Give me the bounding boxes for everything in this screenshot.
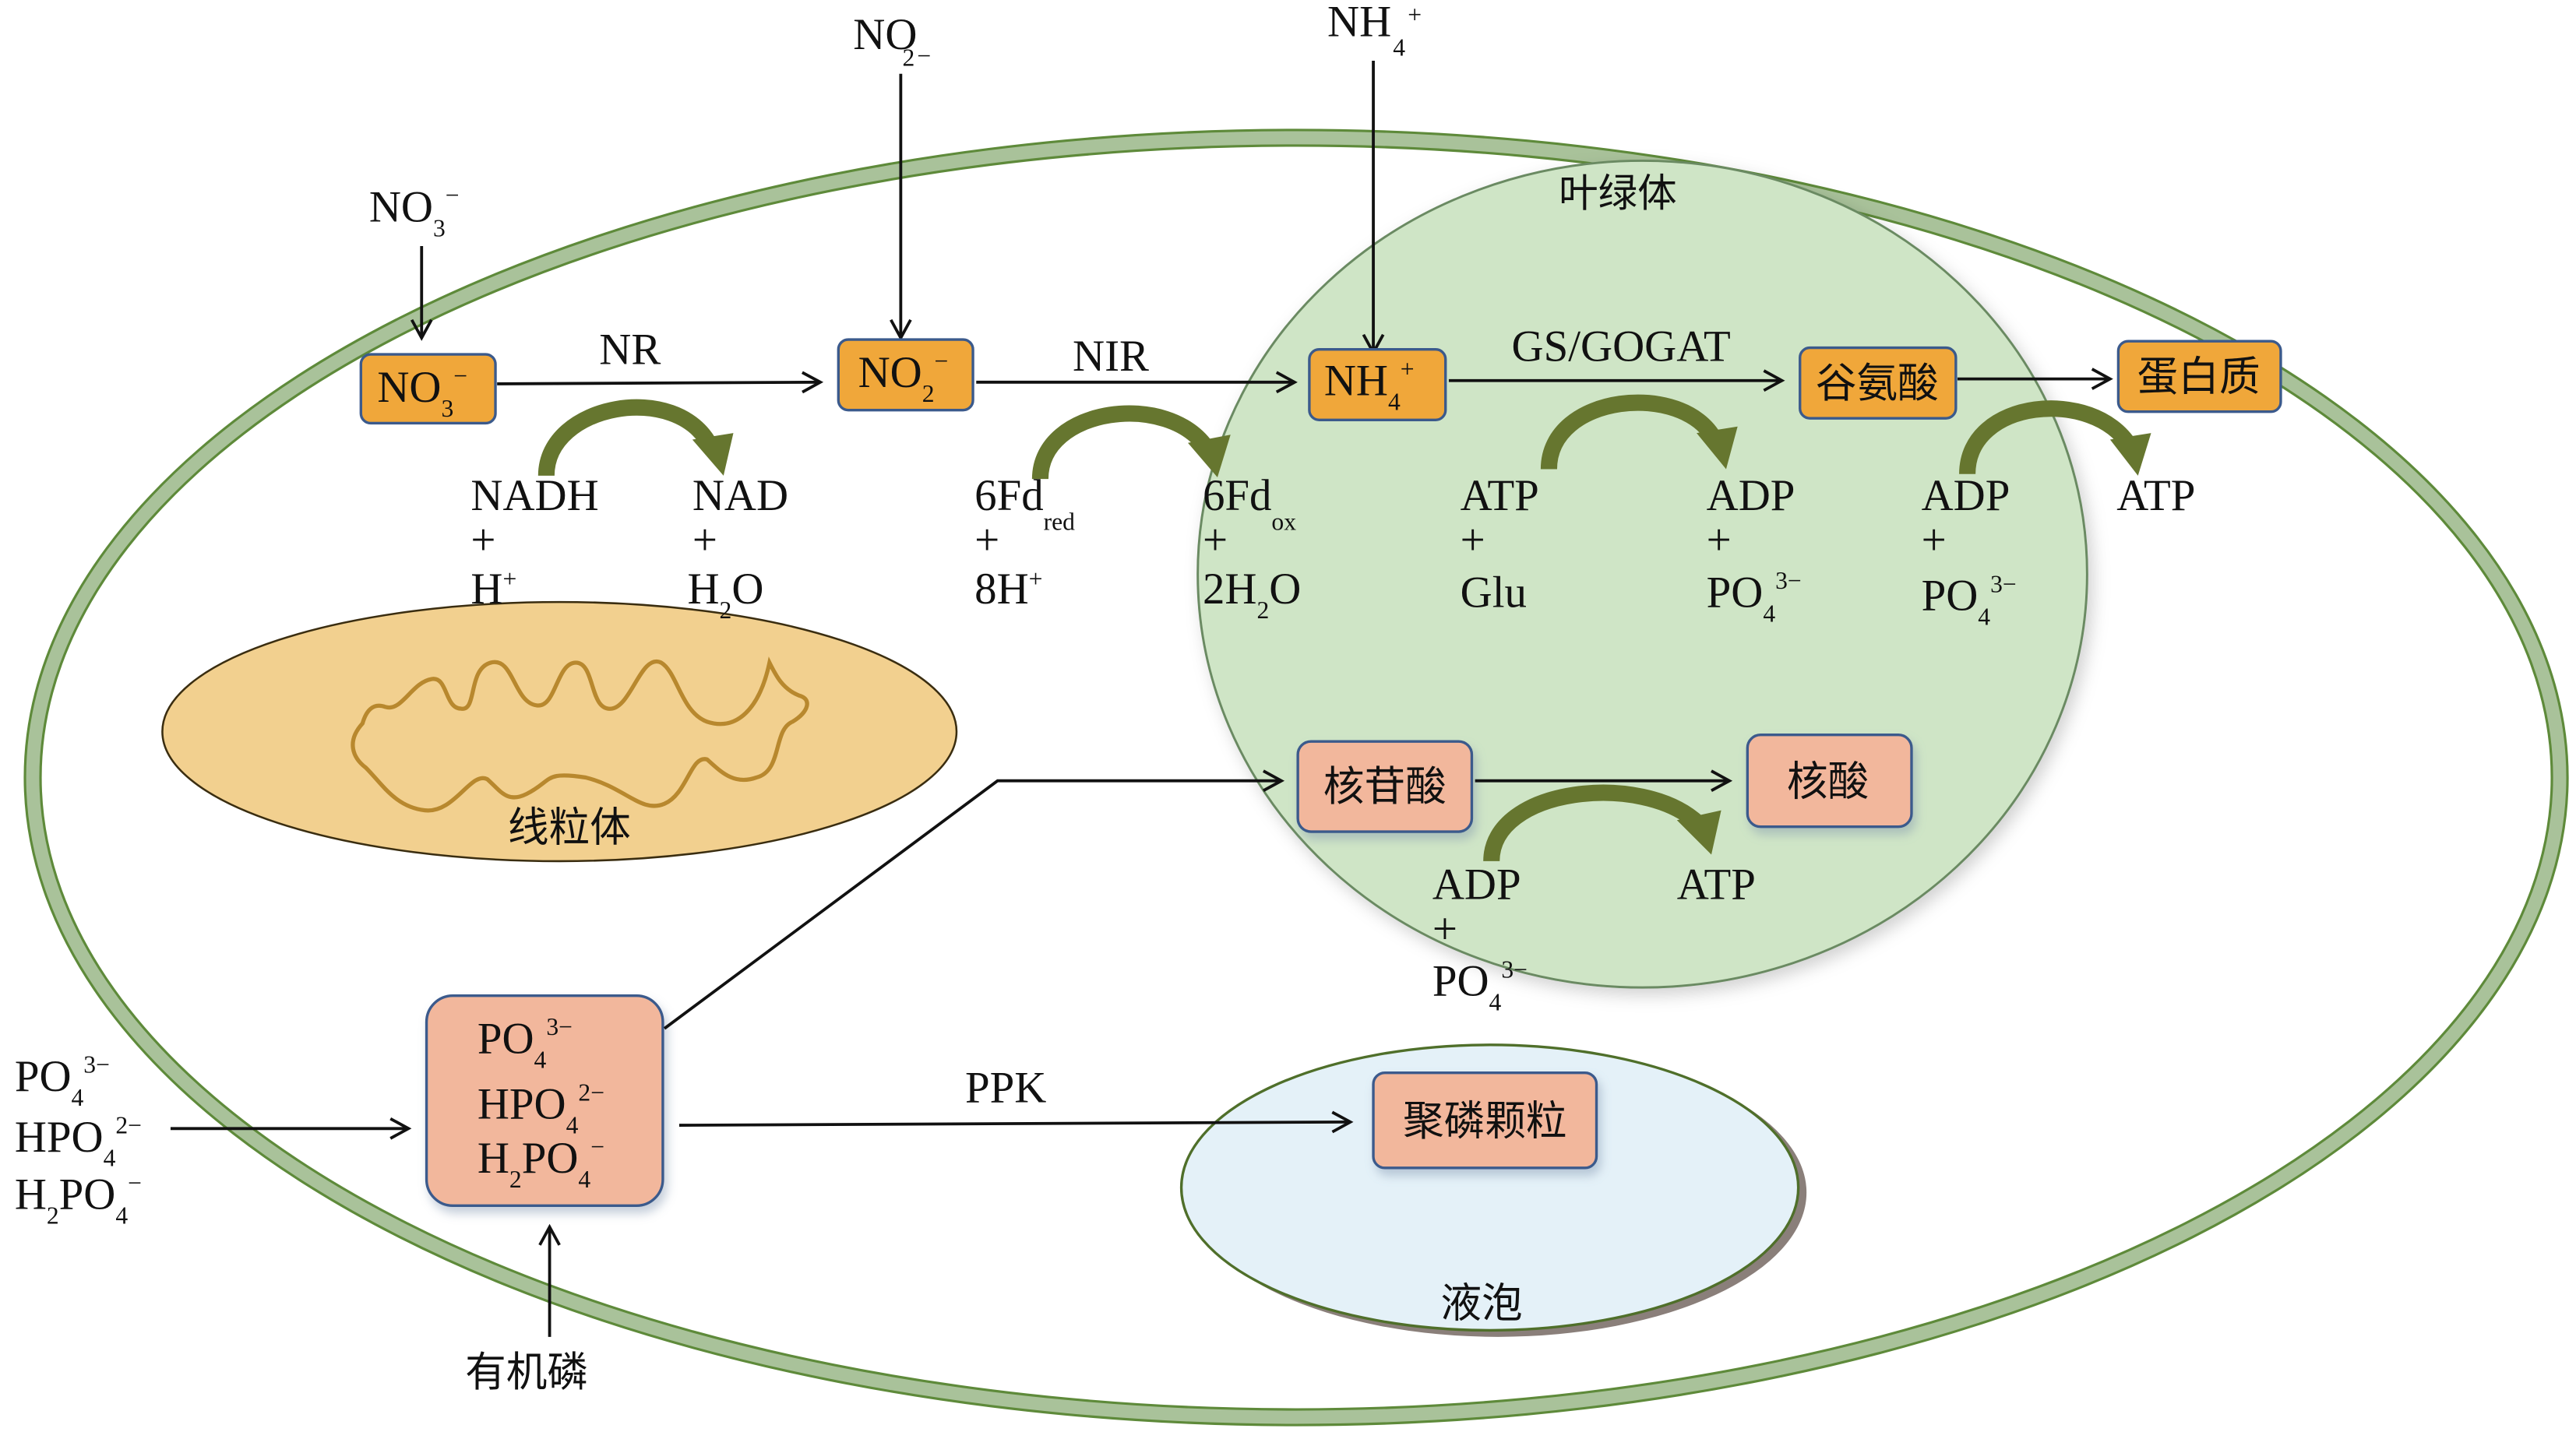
nucleotide-synthesis-arrow <box>663 769 1285 1030</box>
svg-text:H+: H+ <box>470 565 516 614</box>
nir-cofactor-in: 6Fdred + 8H+ <box>974 471 1075 614</box>
svg-text:ADP: ADP <box>1922 471 2010 520</box>
mitochondrion <box>161 600 958 863</box>
svg-text:ADP: ADP <box>1432 860 1521 909</box>
svg-text:+: + <box>1922 515 1947 565</box>
mitochondrion-label: 线粒体 <box>508 804 631 852</box>
svg-text:NAD: NAD <box>692 471 788 520</box>
vacuole-label: 液泡 <box>1440 1280 1522 1328</box>
svg-text:6Fdox: 6Fdox <box>1203 471 1296 535</box>
svg-text:HPO42−: HPO42− <box>477 1078 604 1138</box>
box-no2[interactable]: NO2− <box>837 338 974 412</box>
svg-text:Glu: Glu <box>1461 568 1527 617</box>
svg-text:NH: NH <box>1327 0 1391 46</box>
svg-text:聚磷颗粒: 聚磷颗粒 <box>1403 1098 1567 1145</box>
gs-cofactor-in: ATP + Glu <box>1461 471 1539 617</box>
organic-p-label: 有机磷 <box>465 1349 588 1396</box>
external-nh4: NH 4 + <box>1327 0 1422 62</box>
nucleic-cofactor-arrow <box>1483 784 1721 862</box>
svg-text:PO43−: PO43− <box>1707 567 1802 627</box>
box-no3[interactable]: NO3− <box>359 353 497 425</box>
svg-text:+: + <box>1461 515 1485 565</box>
svg-text:2H2O: 2H2O <box>1203 565 1301 624</box>
svg-text:PO43−: PO43− <box>1922 570 2017 630</box>
enzyme-ppk: PPK <box>965 1064 1046 1113</box>
svg-text:+: + <box>470 515 495 565</box>
nr-cofactor-out: NAD + H2O <box>688 471 789 624</box>
box-nucleic-acid[interactable]: 核酸 <box>1746 734 1913 829</box>
svg-text:HPO42−: HPO42− <box>15 1112 142 1172</box>
svg-text:6Fdred: 6Fdred <box>974 471 1075 535</box>
svg-text:H2PO4−: H2PO4− <box>477 1133 604 1193</box>
svg-text:ADP: ADP <box>1707 471 1795 520</box>
box-protein[interactable]: 蛋白质 <box>2116 340 2282 413</box>
svg-text:PO43−: PO43− <box>477 1013 573 1073</box>
svg-text:PO43−: PO43− <box>1432 955 1528 1015</box>
mitochondrion-cristae <box>351 656 809 813</box>
svg-text:NO3−: NO3− <box>377 362 467 422</box>
svg-text:+: + <box>1203 515 1228 565</box>
cell-membrane-fill <box>26 131 2567 1424</box>
svg-text:NO3−: NO3− <box>369 181 460 241</box>
svg-text:谷氨酸: 谷氨酸 <box>1816 360 1939 407</box>
svg-text:+: + <box>1432 904 1457 953</box>
nucleic-cofactor-out: ATP <box>1677 860 1756 909</box>
svg-text:+: + <box>1707 515 1732 565</box>
external-no3: NO3− <box>369 181 460 241</box>
gs-cofactor-arrow <box>1540 394 1738 470</box>
enzyme-nr: NR <box>599 325 661 375</box>
external-phosphates: PO43− HPO42− H2PO4− <box>15 1051 142 1230</box>
svg-text:H2PO4−: H2PO4− <box>15 1169 142 1229</box>
svg-text:+: + <box>1408 1 1422 28</box>
box-phosphate-pool[interactable]: PO43− HPO42− H2PO4− <box>425 994 664 1207</box>
svg-text:4: 4 <box>1393 34 1405 62</box>
svg-text:8H+: 8H+ <box>974 565 1042 614</box>
box-glutamate[interactable]: 谷氨酸 <box>1799 346 1958 420</box>
svg-text:核苷酸: 核苷酸 <box>1323 763 1447 811</box>
ppk-arrow <box>678 1110 1354 1134</box>
gs-cofactor-out: ADP + PO43− <box>1707 471 1802 627</box>
svg-text:NADH: NADH <box>470 471 598 520</box>
svg-text:PO43−: PO43− <box>15 1051 110 1111</box>
nir-cofactor-out: 6Fdox + 2H2O <box>1203 471 1301 624</box>
svg-text:NO2−: NO2− <box>858 347 949 407</box>
protein-cofactor-in: ADP + PO43− <box>1922 471 2017 630</box>
svg-text:+: + <box>692 515 717 565</box>
box-nh4[interactable]: NH4+ <box>1308 348 1447 421</box>
box-nucleotide[interactable]: 核苷酸 <box>1296 740 1474 833</box>
svg-text:蛋白质: 蛋白质 <box>2137 353 2261 400</box>
nir-cofactor-arrow <box>1031 405 1231 480</box>
svg-text:NH4+: NH4+ <box>1324 356 1415 416</box>
nr-cofactor-arrow <box>537 399 734 477</box>
protein-cofactor-out: ATP <box>2116 471 2195 520</box>
enzyme-gs-gogat: GS/GOGAT <box>1512 322 1731 371</box>
nr-arrow <box>497 371 824 394</box>
svg-text:H2O: H2O <box>688 565 764 624</box>
svg-text:核酸: 核酸 <box>1787 758 1869 806</box>
nucleic-cofactor-in: ADP + PO43− <box>1432 860 1528 1015</box>
box-polyphosphate[interactable]: 聚磷颗粒 <box>1372 1071 1598 1170</box>
svg-text:2: 2 <box>902 44 914 71</box>
enzyme-nir: NIR <box>1073 332 1149 381</box>
svg-text:+: + <box>974 515 999 565</box>
nr-cofactor-in: NADH + H+ <box>470 471 598 614</box>
external-no2: NO− 2 <box>853 10 931 71</box>
svg-text:ATP: ATP <box>1461 471 1539 520</box>
chloroplast-label: 叶绿体 <box>1559 170 1677 216</box>
protein-cofactor-arrow <box>1959 400 2151 476</box>
svg-text:NO−: NO− <box>853 10 931 69</box>
